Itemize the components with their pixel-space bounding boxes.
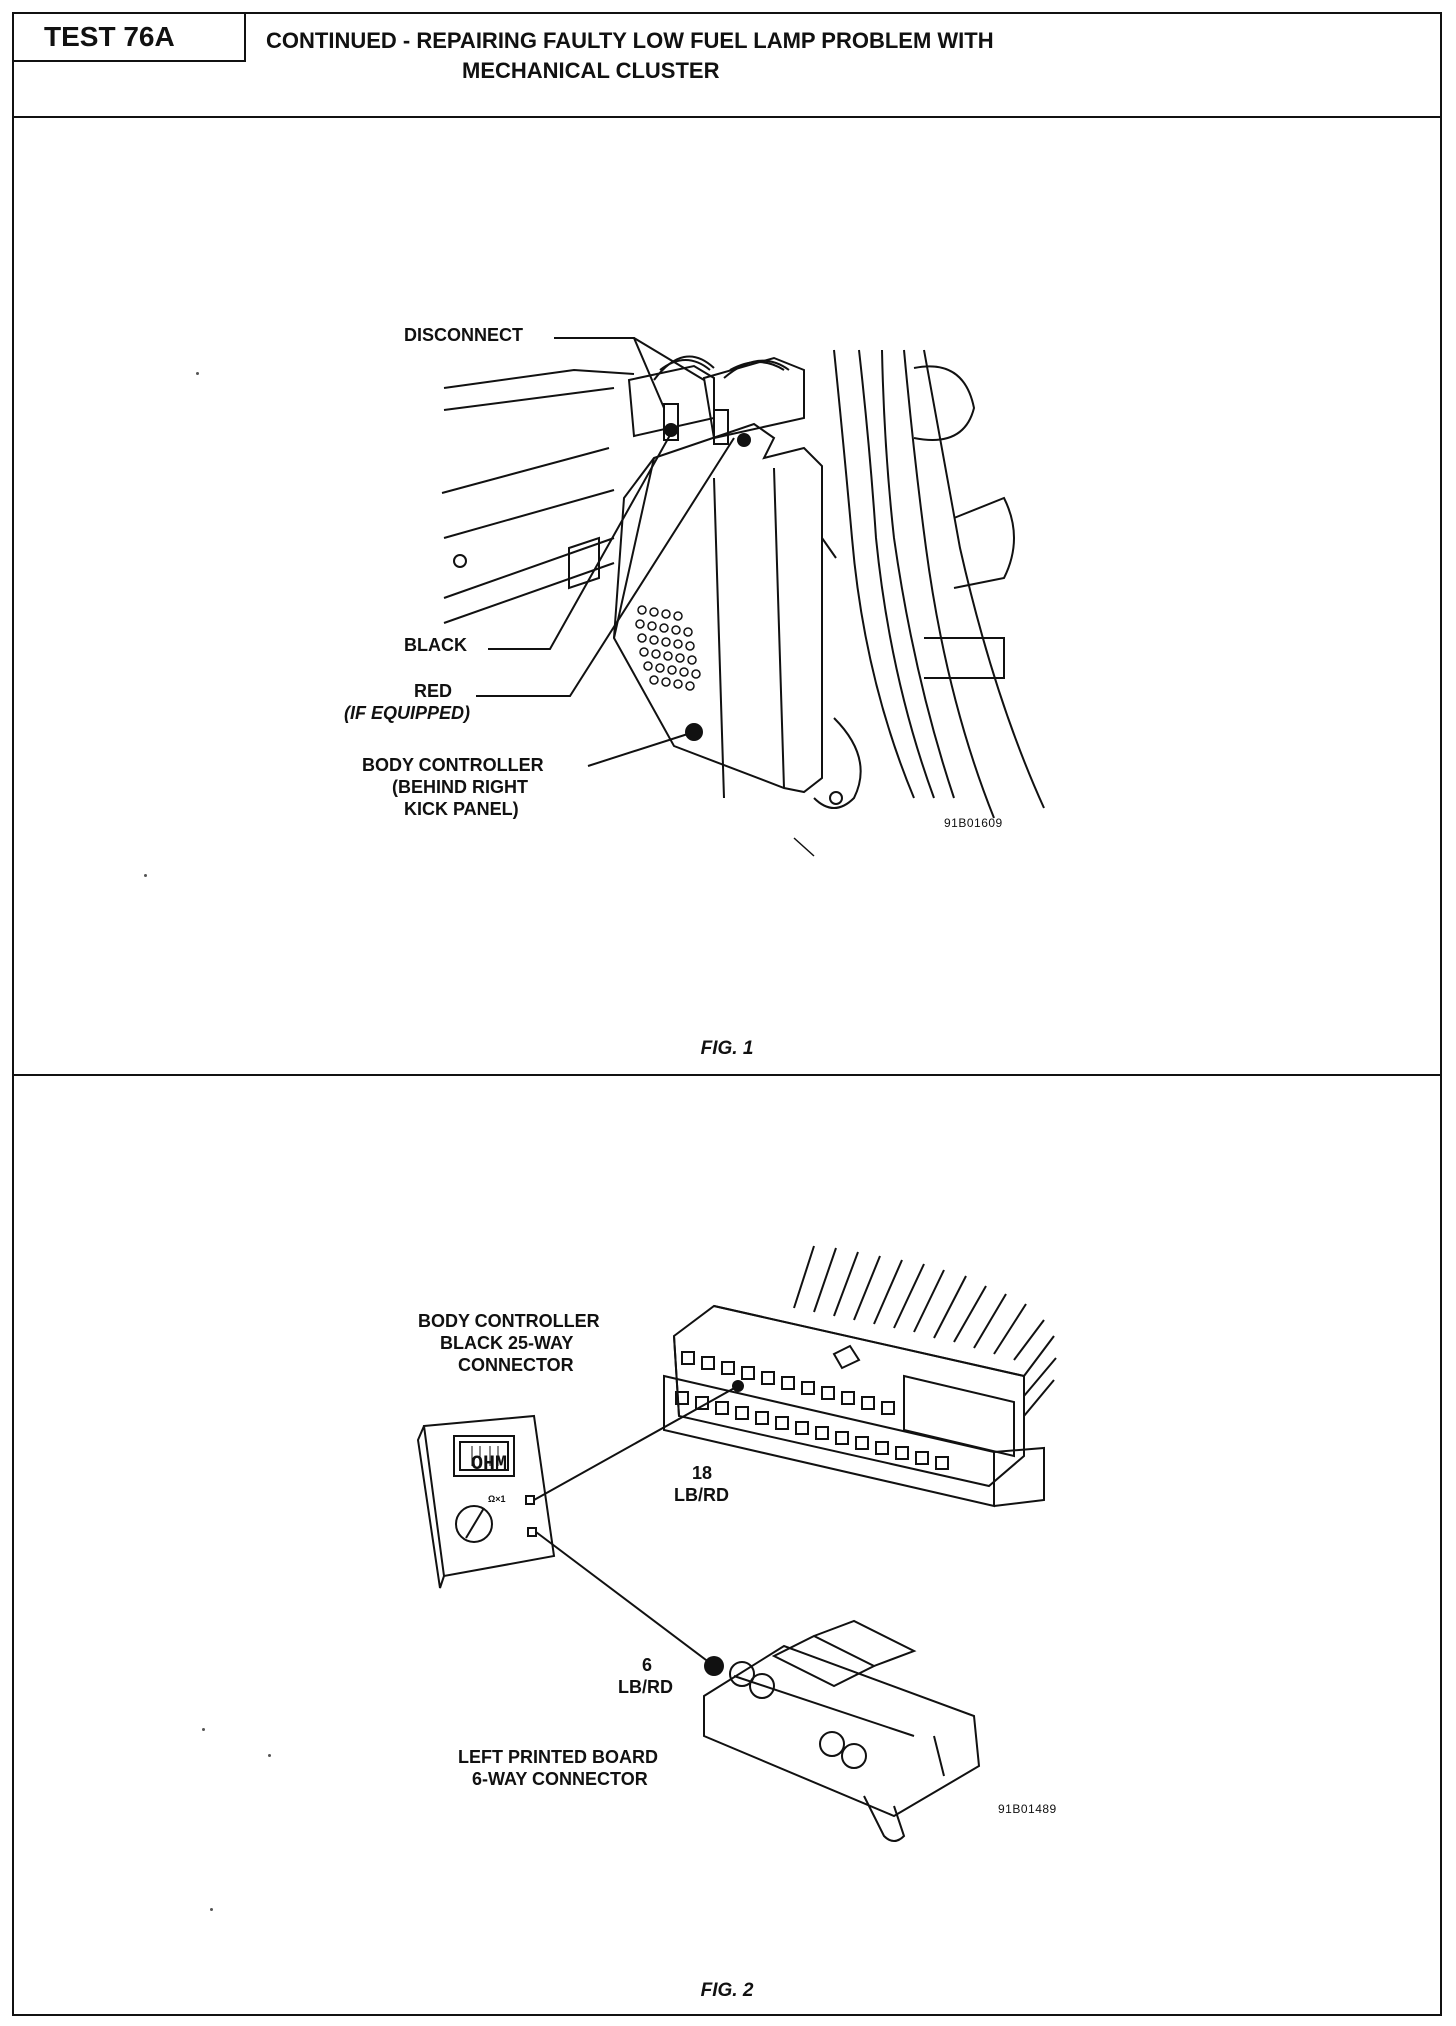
label-body-controller-1: BODY CONTROLLER — [362, 755, 544, 775]
label-body-controller-2: (BEHIND RIGHT — [392, 777, 528, 797]
label-pin-6-number: 6 — [642, 1655, 653, 1675]
scan-speck — [202, 1728, 205, 1731]
label-pin-18-number: 18 — [692, 1463, 713, 1483]
figure-1-illustration — [441, 337, 1045, 857]
label-lpb-line-2: 6-WAY CONNECTOR — [472, 1769, 648, 1789]
title-line-2: MECHANICAL CLUSTER — [462, 58, 720, 83]
label-bc-line-2: BLACK 25-WAY — [440, 1333, 574, 1353]
figure-2-illustration — [416, 1245, 1057, 1842]
label-black: BLACK — [404, 635, 467, 655]
figure-1-panel: DISCONNECT BLACK RED (IF EQUIPPED) BODY … — [14, 118, 1440, 1076]
test-number: TEST 76A — [14, 14, 246, 62]
label-bc-line-1: BODY CONTROLLER — [418, 1311, 600, 1331]
scan-speck — [210, 1908, 213, 1911]
scan-speck — [144, 874, 147, 877]
page-header: TEST 76A CONTINUED - REPAIRING FAULTY LO… — [14, 14, 1440, 118]
page-title: CONTINUED - REPAIRING FAULTY LOW FUEL LA… — [266, 26, 994, 86]
ohmmeter-range: Ω×1 — [488, 1494, 506, 1504]
figure-1-caption: FIG. 1 — [700, 1038, 754, 1059]
scan-speck — [268, 1754, 271, 1757]
service-manual-page: TEST 76A CONTINUED - REPAIRING FAULTY LO… — [12, 12, 1442, 2016]
title-line-1: CONTINUED - REPAIRING FAULTY LOW FUEL LA… — [266, 28, 994, 53]
label-body-controller-3: KICK PANEL) — [404, 799, 519, 819]
ohmmeter-display: OHM — [471, 1453, 508, 1476]
label-bc-line-3: CONNECTOR — [458, 1355, 574, 1375]
figure-1-code: 91B01609 — [944, 816, 1003, 830]
label-disconnect: DISCONNECT — [404, 325, 524, 345]
label-pin-6-wire: LB/RD — [618, 1677, 673, 1697]
figure-2-code: 91B01489 — [998, 1802, 1057, 1816]
label-red-note: (IF EQUIPPED) — [344, 703, 471, 723]
figure-2-panel: BODY CONTROLLER BLACK 25-WAY CONNECTOR O… — [14, 1076, 1440, 2016]
label-pin-18-wire: LB/RD — [674, 1485, 729, 1505]
scan-speck — [196, 372, 199, 375]
label-red: RED — [414, 681, 453, 701]
figure-2-caption: FIG. 2 — [700, 1980, 754, 2001]
label-lpb-line-1: LEFT PRINTED BOARD — [458, 1747, 658, 1767]
